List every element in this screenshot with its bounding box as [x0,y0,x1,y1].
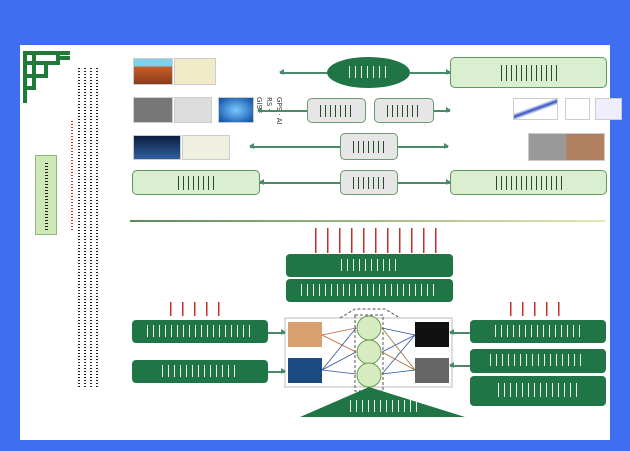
arrow [398,179,451,185]
ai-image [218,97,254,123]
satellite-image [133,135,181,160]
arrow [279,69,327,75]
arrow [410,69,451,75]
right-heading [510,302,570,316]
remote-sensing-image [133,97,173,123]
top-box-2[interactable] [286,279,453,302]
left-box-1[interactable] [132,320,268,343]
left-box-2[interactable] [132,360,268,383]
arrow [398,143,449,149]
right-box-3[interactable] [470,376,606,406]
result-box [132,170,260,195]
base-triangle-label [350,400,420,412]
tech-label-gis: GIS · [255,97,263,114]
title-plate [35,155,57,235]
arrow [449,329,470,335]
map-image [174,58,216,85]
arrow [268,329,286,335]
right-box-2[interactable] [470,349,606,373]
profile-image [182,135,230,160]
process-box-1[interactable] [307,98,366,123]
scatter-plot-image [513,98,558,120]
gps-image [174,97,212,123]
arrow [449,362,470,368]
arrow [249,143,340,149]
arrow [257,107,307,113]
geology-image [133,58,173,85]
process-box-4[interactable] [340,170,398,195]
method-ellipse[interactable] [327,57,410,88]
section-divider [130,220,605,222]
ocean-image [288,358,322,383]
slide: GPS · AI RS · GIS · [20,45,622,440]
tech-label-rs: RS · [265,97,273,111]
chart-image [565,98,590,120]
map-chart-image [595,98,622,120]
process-box-2[interactable] [374,98,434,123]
lab-photo [528,133,605,161]
corner-ornament-icon [23,51,70,103]
terrain-image [288,322,322,347]
topic-box-2[interactable] [450,170,607,195]
center-network-diagram [284,308,465,417]
earth-orbit-image [415,322,449,347]
topic-box-1[interactable] [450,57,607,88]
top-box-1[interactable] [286,254,453,277]
section-heading [315,228,440,253]
atmosphere-image [415,358,449,383]
process-box-3[interactable] [340,133,398,160]
left-heading [170,302,230,316]
arrow [434,107,451,113]
right-box-1[interactable] [470,320,606,343]
arrow [259,179,340,185]
arrow [268,368,286,374]
